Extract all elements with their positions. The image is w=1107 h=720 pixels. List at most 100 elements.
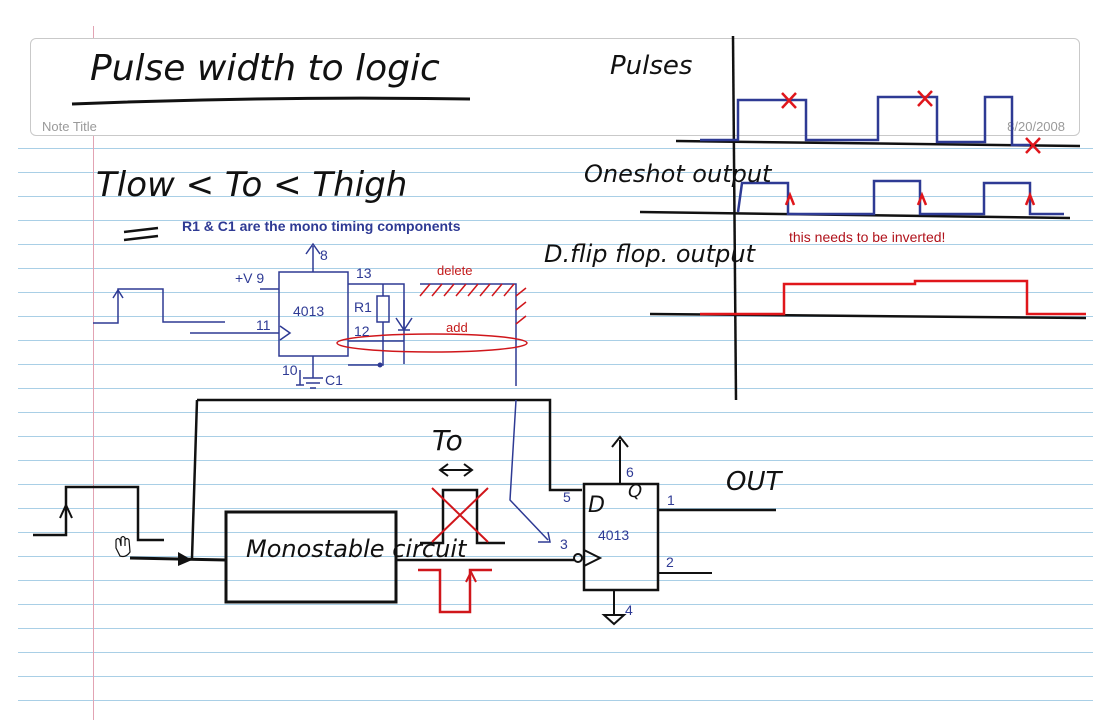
add-ellipse	[336, 333, 528, 353]
mono-rc-wires	[348, 283, 405, 364]
dflip-label: D.flip flop. output	[544, 240, 757, 268]
to-arrow	[438, 463, 474, 477]
mono-pin-13: 13	[356, 265, 372, 281]
ruled-line	[18, 556, 1093, 557]
ruled-line	[18, 652, 1093, 653]
blue-feed-wire	[509, 399, 549, 541]
flipflop-chip-label: 4013	[598, 527, 630, 543]
mono-input-pulse	[93, 288, 225, 324]
ruled-line	[18, 460, 1093, 461]
d-input-label: D	[588, 493, 605, 518]
ruled-line	[18, 580, 1093, 581]
mono-pulse	[420, 488, 505, 545]
trigger-arrows	[784, 191, 1036, 206]
input-pulse	[33, 485, 164, 542]
mono-pin-8: 8	[320, 247, 328, 263]
ruled-line	[18, 604, 1093, 605]
ruled-line	[18, 148, 1093, 149]
input-pulse-arrow	[59, 502, 73, 519]
mono-junction	[377, 362, 383, 368]
mono-pin-11: 11	[256, 317, 271, 333]
ruled-line	[18, 244, 1093, 245]
mono-vplus-label: +V 9	[235, 270, 265, 286]
monostable-box	[224, 510, 398, 604]
flipflop-pin-5: 5	[563, 489, 571, 505]
flipflop-pin-1: 1	[667, 492, 675, 508]
inverted-pulse	[418, 568, 492, 614]
heading-text: Pulse width to logic	[90, 48, 440, 89]
pulse-marks	[781, 90, 1041, 154]
mono-caption: R1 & C1 are the mono timing components	[182, 218, 461, 234]
flipflop-waveform	[700, 279, 1086, 316]
blue-feed-arrow	[538, 531, 551, 543]
ruled-line	[18, 220, 1093, 221]
ruled-line	[18, 364, 1093, 365]
c1-capacitor	[296, 370, 304, 386]
ruled-line	[18, 532, 1093, 533]
input-tap-wire	[190, 399, 199, 559]
ruled-line	[18, 700, 1093, 701]
mono-r1-label: R1	[354, 299, 372, 315]
mono-diode	[395, 300, 413, 332]
pulses-waveform	[700, 95, 1030, 147]
mono-vdd-arrow	[305, 242, 321, 272]
ruled-line	[18, 268, 1093, 269]
flipflop-vdd	[611, 435, 629, 484]
ruled-line	[18, 676, 1093, 677]
hand-cursor-icon	[115, 535, 131, 558]
ruled-line	[18, 172, 1093, 173]
ruled-line	[18, 484, 1093, 485]
flipflop-clock-bubble	[573, 553, 583, 563]
flipflop-box	[582, 482, 660, 592]
delete-hatch-side	[515, 287, 527, 325]
note-date: 8/20/2008	[1007, 119, 1065, 134]
mono-clock-symbol	[279, 325, 292, 341]
mono-chip-label: 4013	[293, 303, 325, 319]
ruled-line	[18, 436, 1093, 437]
mono-pin-12: 12	[354, 323, 370, 339]
double-underline	[123, 226, 159, 242]
r1-resistor	[376, 295, 390, 323]
add-label: add	[446, 320, 468, 335]
pulse-cross	[431, 487, 489, 543]
mono-input-arrow	[112, 288, 124, 299]
ruled-line	[18, 388, 1093, 389]
mono-to-ff-wire	[420, 283, 517, 386]
flipflop-pin-4: 4	[625, 602, 633, 618]
oneshot-label: Oneshot output	[584, 160, 773, 188]
note-title-box[interactable]	[30, 38, 1080, 136]
ruled-line	[18, 412, 1093, 413]
flipflop-pin-3: 3	[560, 536, 568, 552]
flipflop-pin-2: 2	[666, 554, 674, 570]
ruled-line	[18, 316, 1093, 317]
note-title-label: Note Title	[42, 119, 97, 134]
feedback-wire	[197, 398, 582, 492]
q-output-label: Q	[628, 481, 642, 502]
delete-hatch-top	[419, 283, 515, 297]
flipflop-pin-6: 6	[626, 464, 634, 480]
margin-line	[93, 26, 94, 720]
out-label: OUT	[726, 467, 783, 497]
time-axis	[731, 35, 738, 401]
ruled-line	[18, 628, 1093, 629]
to-label: To	[432, 424, 463, 457]
invert-note: this needs to be inverted!	[789, 229, 946, 245]
mono-ground-path	[303, 284, 384, 389]
input-junction	[178, 552, 192, 566]
mono-pin-10: 10	[282, 362, 298, 378]
ruled-line	[18, 508, 1093, 509]
heading-underline	[71, 96, 471, 106]
ruled-line	[18, 292, 1093, 293]
ruled-line	[18, 196, 1093, 197]
delete-label: delete	[437, 263, 473, 278]
flipflop-clock	[583, 549, 603, 567]
mono-c1-label: C1	[325, 372, 343, 388]
inequality-text: Tlow < To < Thigh	[96, 165, 407, 205]
inverted-pulse-arrow	[465, 569, 477, 583]
flipflop-ground	[601, 590, 627, 626]
monostable-label: Monostable circuit	[246, 535, 468, 563]
pulses-label: Pulses	[610, 51, 692, 81]
oneshot-waveform	[736, 179, 1064, 216]
